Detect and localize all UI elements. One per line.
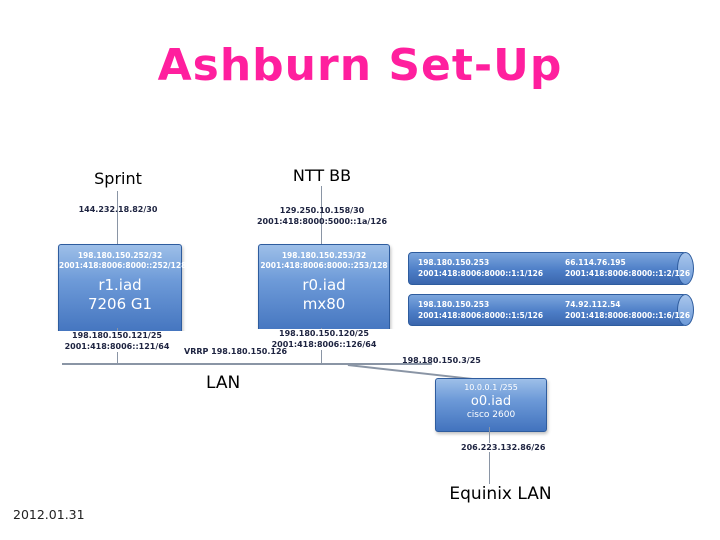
r1-loopback-ipv6: 2001:418:8006:8000::252/128 (59, 261, 187, 270)
link1-right-ips: 66.114.76.195 2001:418:8006:8000::1:2/12… (565, 257, 690, 279)
r0-lan-ipv4: 198.180.150.120/25 (279, 329, 369, 338)
link2-right-ipv4: 74.92.112.54 (565, 300, 621, 309)
sprint-uplink-line (117, 191, 118, 244)
external-link-cylinder-1: 198.180.150.253 2001:418:8006:8000::1:1/… (408, 252, 694, 285)
o0-downlink-line (489, 427, 490, 484)
link2-left-ips: 198.180.150.253 2001:418:8006:8000::1:5/… (418, 299, 543, 321)
r0-lan-ips: 198.180.150.120/25 2001:418:8006::126/64 (252, 329, 396, 350)
lan-bus-line (62, 363, 432, 365)
uplink-label-ntt: NTT BB (292, 166, 352, 185)
link1-right-ipv4: 66.114.76.195 (565, 258, 626, 267)
page-title: Ashburn Set-Up (157, 40, 563, 91)
r0-loopback-ipv6: 2001:418:8006:8000::253/128 (260, 261, 388, 270)
sprint-uplink-ipv4: 144.232.18.82/30 (78, 205, 158, 214)
lan-label: LAN (206, 373, 241, 393)
r1-model: 7206 G1 (87, 295, 153, 313)
r0-loopback-ipv4: 198.180.150.253/32 (281, 251, 367, 260)
link1-left-ipv4: 198.180.150.253 (418, 258, 490, 267)
r1-lan-ipv4: 198.180.150.121/25 (72, 331, 162, 340)
uplink-label-sprint: Sprint (94, 169, 142, 188)
link2-left-ipv4: 198.180.150.253 (418, 300, 490, 309)
r1-lan-ips: 198.180.150.121/25 2001:418:8006::121/64 (45, 331, 189, 352)
r0-lan-ipv6: 2001:418:8006::126/64 (271, 339, 377, 349)
link1-right-ipv6: 2001:418:8006:8000::1:2/126 (565, 269, 691, 278)
link1-left-ips: 198.180.150.253 2001:418:8006:8000::1:1/… (418, 257, 543, 279)
cylinder-end-cap-icon (677, 294, 694, 326)
equinix-lan-label: Equinix LAN (449, 484, 552, 504)
link2-right-ipv6: 2001:418:8006:8000::1:6/126 (565, 311, 691, 320)
r1-lan-ipv6: 2001:418:8006::121/64 (64, 341, 170, 351)
vrrp-label: VRRP 198.180.150.126 (184, 347, 288, 356)
r0-model: mx80 (302, 295, 346, 313)
router-node-o0: 10.0.0.1 /255 o0.iad cisco 2600 (435, 378, 547, 432)
o0-downlink-ipv4: 206.223.132.86/26 (459, 443, 548, 452)
cylinder-end-cap-icon (677, 252, 694, 285)
external-link-cylinder-2: 198.180.150.253 2001:418:8006:8000::1:5/… (408, 294, 694, 326)
ntt-uplink-ipv6: 2001:418:8000:5000::1a/126 (256, 217, 388, 226)
r0-name: r0.iad (302, 276, 346, 294)
router-node-r0: 198.180.150.253/32 2001:418:8006:8000::2… (258, 244, 390, 336)
o0-name: o0.iad (470, 394, 512, 409)
link2-left-ipv6: 2001:418:8006:8000::1:5/126 (418, 311, 544, 320)
slide-date: 2012.01.31 (13, 507, 85, 522)
o0-mgmt-ip: 10.0.0.1 /255 (464, 383, 518, 392)
branch-ipv4-label: 198.180.150.3/25 (402, 356, 481, 365)
ntt-uplink-ipv4: 129.250.10.158/30 (279, 206, 365, 215)
link2-right-ips: 74.92.112.54 2001:418:8006:8000::1:6/126 (565, 299, 690, 321)
ntt-uplink-line (321, 186, 322, 244)
r1-name: r1.iad (98, 276, 142, 294)
o0-model: cisco 2600 (466, 410, 516, 420)
r1-loopback-ipv4: 198.180.150.252/32 (77, 251, 163, 260)
router-node-r1: 198.180.150.252/32 2001:418:8006:8000::2… (58, 244, 187, 336)
link1-left-ipv6: 2001:418:8006:8000::1:1/126 (418, 269, 544, 278)
